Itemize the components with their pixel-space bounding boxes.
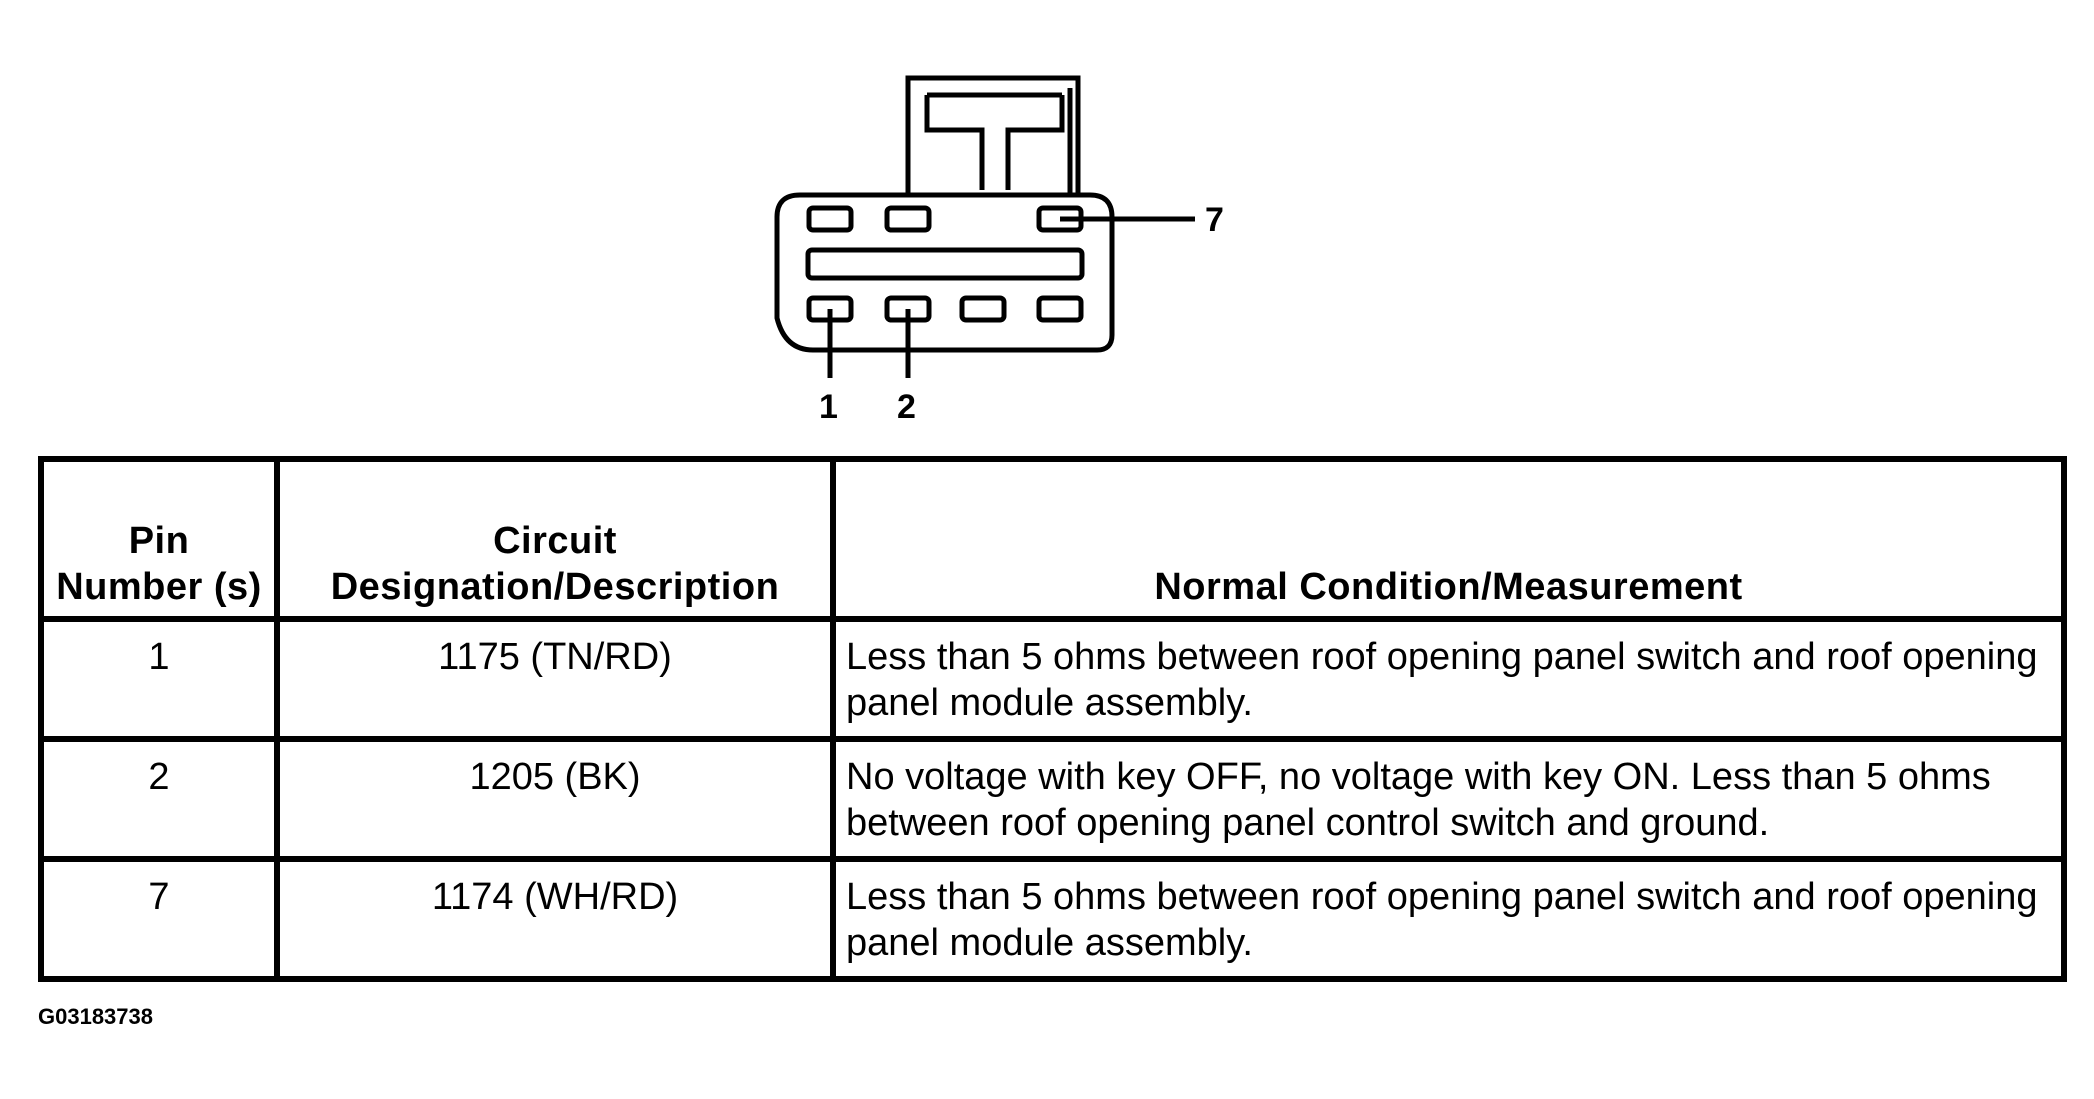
cell-circuit: 1175 (TN/RD) [274,616,836,742]
cell-condition: Less than 5 ohms between roof opening pa… [830,616,2067,742]
pin-cavity [959,295,1007,323]
cell-pin: 1 [38,616,280,742]
pin-callout-2: 2 [897,388,916,426]
connector-center-bar [805,247,1085,281]
cell-circuit: 1205 (BK) [274,736,836,862]
connector-lock-tab [905,75,1081,199]
pin-cavity [1036,295,1084,323]
header-pin-number: Pin Number (s) [38,456,280,622]
cell-pin: 2 [38,736,280,862]
cell-condition: No voltage with key OFF, no voltage with… [830,736,2067,862]
table-row: 2 1205 (BK) No voltage with key OFF, no … [38,736,2067,862]
table-header-row: Pin Number (s) Circuit Designation/Descr… [38,456,2067,622]
pin-callout-1: 1 [819,388,838,426]
figure-id: G03183738 [38,1004,153,1029]
pin-cavity [884,205,932,233]
table-row: 7 1174 (WH/RD) Less than 5 ohms between … [38,856,2067,982]
pin-cavity [806,205,854,233]
header-condition: Normal Condition/Measurement [830,456,2067,622]
pin-callout-7: 7 [1205,201,1224,239]
pin-table: Pin Number (s) Circuit Designation/Descr… [38,456,2067,982]
cell-pin: 7 [38,856,280,982]
table-row: 1 1175 (TN/RD) Less than 5 ohms between … [38,616,2067,742]
connector-diagram: 7 1 2 [774,75,1224,426]
cell-condition: Less than 5 ohms between roof opening pa… [830,856,2067,982]
cell-circuit: 1174 (WH/RD) [274,856,836,982]
header-circuit: Circuit Designation/Description [274,456,836,622]
